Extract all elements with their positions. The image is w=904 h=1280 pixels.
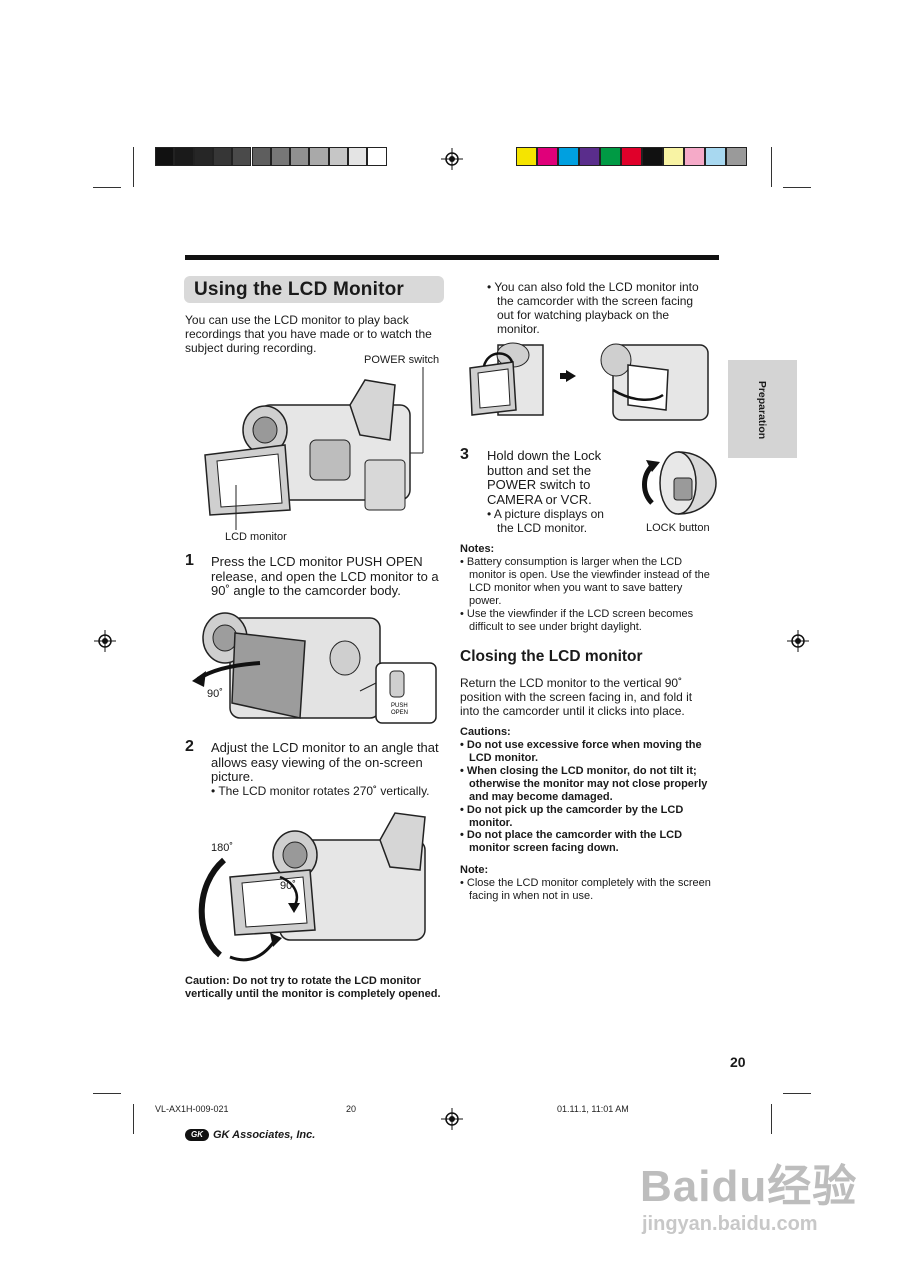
color-swatch (537, 147, 558, 166)
crop-mark (93, 1093, 121, 1094)
angle-90-label: 90˚ (280, 880, 296, 892)
color-swatch (290, 147, 310, 166)
step1-text: Press the LCD monitor PUSH OPEN release,… (211, 554, 439, 598)
lcd-monitor-label: LCD monitor (225, 531, 287, 543)
publisher: GK GK Associates, Inc. (185, 1129, 316, 1142)
power-switch-label: POWER switch (364, 354, 440, 366)
color-swatch (579, 147, 600, 166)
fold-bullet: • You can also fold the LCD monitor into… (487, 280, 699, 336)
caution-item: • Do not use excessive force when moving… (460, 739, 702, 764)
push-label: PUSH (391, 703, 408, 709)
color-swatch (348, 147, 368, 166)
page-number: 20 (730, 1054, 746, 1070)
color-swatch (600, 147, 621, 166)
publisher-name: GK Associates, Inc. (213, 1129, 316, 1141)
color-swatch (642, 147, 663, 166)
color-swatch (684, 147, 705, 166)
cautions-heading: Cautions: (460, 726, 511, 738)
side-tab-label: Preparation (756, 380, 768, 440)
note-item: • Use the viewfinder if the LCD screen b… (460, 608, 694, 633)
publisher-logo-icon: GK (185, 1129, 209, 1142)
camcorder-rotate-illustration (198, 812, 426, 962)
color-swatch (705, 147, 726, 166)
section-title-box: Using the LCD Monitor (184, 276, 444, 303)
page-title: Using the LCD Monitor (194, 279, 405, 300)
color-swatch (193, 147, 213, 166)
open-label: OPEN (391, 710, 408, 716)
caution-item: • Do not place the camcorder with the LC… (460, 829, 683, 854)
intro-text: You can use the LCD monitor to play back… (185, 313, 432, 355)
color-swatch (174, 147, 194, 166)
crop-mark (133, 1104, 134, 1134)
registration-mark-icon (94, 630, 116, 652)
camcorder-lcd-open-illustration (204, 367, 424, 530)
step3-bullet: • A picture displays on the LCD monitor. (487, 507, 604, 535)
footer-doc-id: VL-AX1H-009-021 (155, 1104, 229, 1114)
crop-mark (771, 1104, 772, 1134)
note-heading: Note: (460, 864, 489, 876)
closing-heading: Closing the LCD monitor (460, 648, 643, 665)
color-swatch (328, 147, 348, 166)
color-swatch (309, 147, 329, 166)
watermark-url: jingyan.baidu.com (642, 1213, 818, 1235)
caution-item: • When closing the LCD monitor, do not t… (460, 765, 708, 803)
color-swatch (212, 147, 233, 166)
color-swatch (663, 147, 684, 166)
color-swatch (367, 147, 387, 166)
crop-mark (133, 147, 134, 187)
color-swatch (251, 147, 271, 166)
crop-mark (783, 187, 811, 188)
footer-timestamp: 01.11.1, 11:01 AM (557, 1104, 629, 1114)
caution-left: Caution: Do not try to rotate the LCD mo… (185, 975, 441, 1000)
watermark-logo: Baidu经验 (640, 1162, 858, 1211)
closing-text: Return the LCD monitor to the vertical 9… (460, 676, 693, 718)
color-swatch (558, 147, 579, 166)
color-swatch (621, 147, 642, 166)
lock-button-illustration (642, 451, 717, 515)
side-tab: Preparation (728, 360, 797, 458)
registration-mark-icon (787, 630, 809, 652)
color-swatch (155, 147, 175, 166)
note-item: • Battery consumption is larger when the… (460, 556, 710, 607)
header-rule (185, 255, 719, 260)
notes-heading: Notes: (460, 543, 495, 555)
crop-mark (783, 1093, 811, 1094)
lock-button-label: LOCK button (646, 522, 710, 534)
angle-180-label: 180˚ (211, 842, 234, 854)
registration-mark-icon (441, 148, 463, 170)
color-swatch (270, 147, 291, 166)
step-number: 2 (185, 738, 194, 755)
step-number: 1 (185, 552, 194, 569)
note-item: • Close the LCD monitor completely with … (460, 877, 711, 902)
camcorder-push-open-illustration: PUSH OPEN (192, 612, 437, 724)
step3-text: Hold down the Lock button and set the PO… (487, 448, 602, 507)
step2-text: Adjust the LCD monitor to an angle that … (211, 740, 439, 784)
caution-item: • Do not pick up the camcorder by the LC… (460, 804, 684, 829)
registration-mark-icon (441, 1108, 463, 1130)
footer-page: 20 (346, 1104, 357, 1114)
color-swatch (726, 147, 747, 166)
angle-90-label: 90˚ (207, 688, 223, 700)
color-swatch (232, 147, 252, 166)
crop-mark (771, 147, 772, 187)
color-swatch (516, 147, 537, 166)
crop-mark (93, 187, 121, 188)
step2-bullet: • The LCD monitor rotates 270˚ verticall… (211, 784, 430, 798)
camcorder-folded-illustration (469, 342, 709, 421)
step-number: 3 (460, 446, 469, 463)
